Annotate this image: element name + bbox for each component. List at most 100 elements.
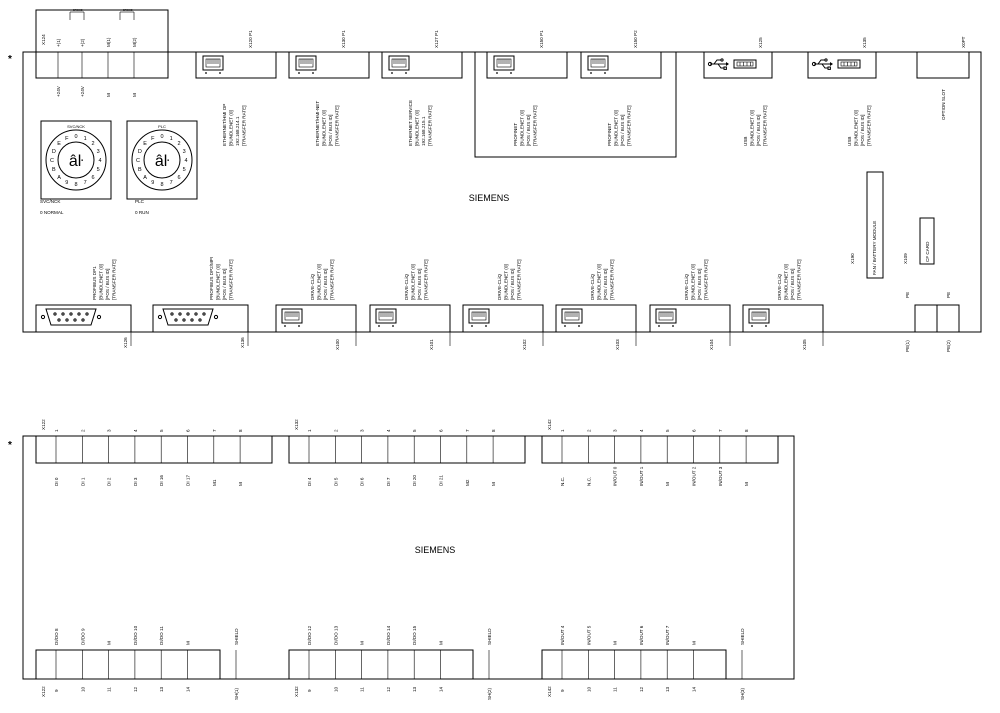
shield-label: SHIELD: [487, 628, 492, 645]
switch-digit: C: [136, 158, 140, 164]
subd-port-description: [TRANSFER RATE]: [112, 260, 117, 301]
plc-switch-subtitle: 0 RUN: [135, 210, 149, 215]
drive-cliq-housing: [649, 304, 731, 333]
switch-digit: B: [52, 167, 56, 173]
terminal-pin-number: 11: [107, 687, 112, 692]
rj45-port-icon: [561, 308, 583, 327]
terminal-signal-label: DI/DO 11: [159, 626, 164, 645]
terminal-signal-label: DI 2: [107, 477, 112, 486]
switch-digit: F: [65, 136, 69, 142]
terminal-signal-label: N.C.: [586, 477, 591, 486]
fan-module-description: FAN / BATTERY MODULE: [872, 221, 877, 275]
subd-port-housing: [152, 304, 249, 333]
terminal-signal-label: IN/OUT 7: [665, 625, 670, 645]
subd-port-description: [POS / BUS ID]: [222, 269, 227, 300]
rj45-port-icon: [375, 308, 397, 327]
drive-cliq-description: DRIVE-CLiQ: [497, 274, 502, 300]
power-terminal-label: +24V: [56, 85, 61, 97]
terminal-pin-number: 8: [238, 429, 243, 432]
switch-header: PLC: [158, 124, 166, 129]
rj45-port-icon: [655, 308, 677, 327]
terminal-pin-number: 4: [133, 429, 138, 432]
usb-port-label: X135: [862, 37, 867, 48]
eth-port-housing: [486, 51, 568, 79]
terminal-signal-label: M: [186, 641, 191, 645]
drive-cliq-label: X103: [615, 339, 620, 350]
subd-port-label: X136: [240, 337, 245, 348]
usb-port-description: [TRANSFER RATE]: [763, 106, 768, 147]
drive-cliq-housing: [462, 304, 544, 333]
usb-port-icon: [811, 58, 861, 70]
switch-digit: D: [138, 149, 142, 155]
terminal-signal-label: DI 3: [133, 477, 138, 486]
drive-cliq-description: [BUNDLENET (0]: [691, 264, 696, 300]
terminal-pin-number: 3: [107, 429, 112, 432]
eth-port-description: [BUNDLENET (0]: [415, 110, 420, 146]
switch-digit: 1: [170, 136, 173, 142]
terminal-block-label: X142: [547, 686, 552, 697]
eth-port-label: X130 P1: [341, 30, 346, 48]
terminal-signal-label: IN/OUT 3: [718, 466, 723, 486]
power-pin-label: M(1): [106, 37, 111, 47]
drive-cliq-description: [TRANSFER RATE]: [610, 260, 615, 301]
power-connector-box: [35, 9, 169, 79]
subd-port-description: PROFIBUS DP2/MPI: [209, 257, 214, 300]
eth-port-description: PROFINET: [607, 123, 612, 146]
terminal-signal-label: DI/DO 13: [333, 625, 338, 645]
subd-port-icon: [40, 308, 102, 326]
terminal-signal-label: M: [439, 641, 444, 645]
usb-port-housing: [703, 51, 773, 79]
corner-mark: *: [8, 440, 12, 451]
terminal-signal-label: DI/DO 9: [80, 628, 85, 645]
terminal-pin-number: 4: [639, 429, 644, 432]
shield-pin-label: SH(1): [234, 688, 239, 700]
drive-cliq-label: X101: [429, 339, 434, 350]
drive-cliq-description: [TRANSFER RATE]: [424, 260, 429, 301]
terminal-pin-number: 6: [186, 429, 191, 432]
drive-cliq-description: [POS / BUS ID]: [697, 269, 702, 300]
drive-cliq-description: [POS / BUS ID]: [510, 269, 515, 300]
drive-cliq-description: [POS / BUS ID]: [417, 269, 422, 300]
eth-port-description: [POS / BUS ID]: [328, 115, 333, 146]
drive-cliq-label: X102: [522, 339, 527, 350]
terminal-pin-number: 3: [613, 429, 618, 432]
terminal-pin-number: 10: [586, 686, 591, 692]
rj45-port-icon: [202, 55, 224, 74]
svc-switch-title: SVC/NCK: [40, 199, 61, 204]
subd-port-description: [BUNDLENET (0]: [216, 264, 221, 300]
eth-port-description: ETHERNET SERVICE: [408, 100, 413, 146]
switch-digit: 4: [184, 158, 187, 164]
switch-digit: 4: [98, 158, 101, 164]
drive-cliq-description: DRIVE-CLiQ: [777, 274, 782, 300]
terminal-signal-label: M: [360, 641, 365, 645]
terminal-pin-number: 4: [386, 429, 391, 432]
profinet-group-frame: [474, 52, 677, 158]
eth-port-description: [BUNDLENET (0]: [520, 110, 525, 146]
eth-port-description: [POS / BUS ID]: [526, 115, 531, 146]
drive-cliq-description: [TRANSFER RATE]: [797, 260, 802, 301]
eth-port-housing: [381, 51, 463, 79]
terminal-signal-label: IN/OUT 4: [560, 625, 565, 645]
switch-digit: 9: [151, 180, 154, 186]
pe-top-label: PE: [946, 292, 951, 298]
rj45-port-icon: [748, 308, 770, 327]
terminal-block-top: [288, 435, 526, 464]
cf-card-label: X109: [903, 253, 908, 264]
eth-port-label: X150 P1: [539, 30, 544, 48]
switch-digit: 3: [97, 149, 100, 155]
switch-digit: 6: [177, 175, 180, 181]
subd-port-description: [BUNDLENET (0]: [99, 264, 104, 300]
drive-cliq-description: DRIVE-CLiQ: [404, 274, 409, 300]
drive-cliq-description: DRIVE-CLiQ: [684, 274, 689, 300]
terminal-pin-number: 8: [491, 429, 496, 432]
terminal-block-label: X132: [294, 686, 299, 697]
fan-module-box: [866, 171, 884, 279]
subd-port-description: [TRANSFER RATE]: [229, 260, 234, 301]
terminal-pin-number: 10: [333, 686, 338, 692]
usb-port-description: USB: [743, 137, 748, 146]
terminal-signal-label: N.C.: [560, 477, 565, 486]
usb-port-icon: [707, 58, 757, 70]
terminal-pin-number: 12: [639, 686, 644, 692]
eth-port-description: [TRANSFER RATE]: [335, 106, 340, 147]
switch-digit: A: [143, 175, 147, 181]
